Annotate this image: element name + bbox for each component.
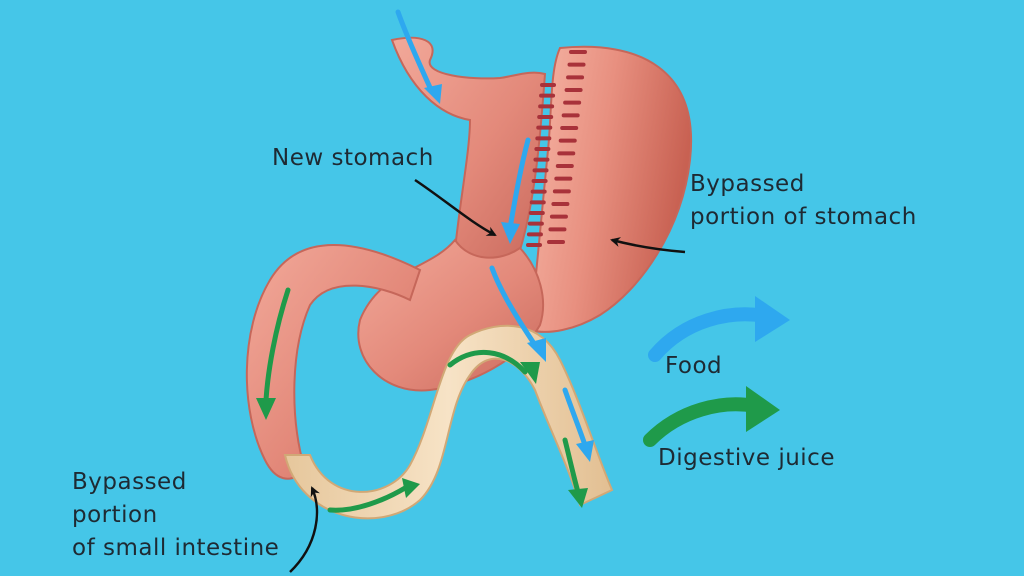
legend-food-arrowhead (755, 296, 790, 342)
label-bypassed-intestine-line3: of small intestine (72, 532, 279, 565)
label-bypassed-intestine: Bypassed portion of small intestine (72, 466, 279, 565)
label-bypassed-stomach-line1: Bypassed (690, 168, 917, 201)
legend-food-arrow (655, 314, 765, 355)
legend-juice-arrow (650, 404, 755, 440)
label-bypassed-intestine-line1: Bypassed (72, 466, 279, 499)
label-bypassed-stomach-line2: portion of stomach (690, 201, 917, 234)
legend-juice-label: Digestive juice (658, 442, 835, 475)
legend-food-label: Food (665, 350, 722, 383)
bypassed-stomach-shape (530, 47, 691, 332)
label-new-stomach-text: New stomach (272, 142, 434, 175)
legend-juice-arrowhead (746, 386, 780, 432)
legend-food-text: Food (665, 350, 722, 383)
legend-juice-text: Digestive juice (658, 442, 835, 475)
label-new-stomach: New stomach (272, 142, 434, 175)
label-bypassed-stomach: Bypassed portion of stomach (690, 168, 917, 234)
label-bypassed-intestine-line2: portion (72, 499, 279, 532)
